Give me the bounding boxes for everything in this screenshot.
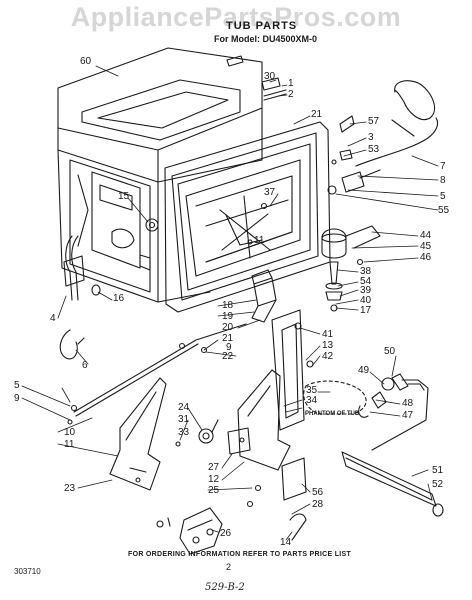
callout-27: 27 <box>208 462 220 473</box>
callout-28: 28 <box>312 499 324 510</box>
callout-14: 14 <box>280 537 292 548</box>
callout-20: 20 <box>222 322 234 333</box>
callout-55: 55 <box>438 205 450 216</box>
callout-53: 53 <box>368 144 380 155</box>
phantom-tub-note: PHANTOM OF TUB <box>305 411 360 417</box>
callout-5a: 5 <box>440 191 446 202</box>
callout-3: 3 <box>368 132 374 143</box>
callout-44: 44 <box>420 230 432 241</box>
spring-bracket <box>198 419 219 444</box>
right-hinge-arm <box>227 369 291 471</box>
callout-52: 52 <box>432 479 444 490</box>
callout-39: 39 <box>360 285 372 296</box>
diagram-code: 303710 <box>14 567 41 576</box>
callout-6: 6 <box>82 360 88 371</box>
callout-47: 47 <box>402 410 414 421</box>
callout-4: 4 <box>50 313 56 324</box>
callout-17: 17 <box>360 305 372 316</box>
callout-51: 51 <box>432 465 444 476</box>
hose-and-wire <box>339 80 439 167</box>
leader-lines <box>21 65 439 541</box>
callout-12: 12 <box>208 474 220 485</box>
callout-21a: 21 <box>311 109 323 120</box>
callout-11a: 11 <box>254 235 265 246</box>
callout-45: 45 <box>420 241 432 252</box>
model-label: For Model: DU4500XM-0 <box>214 34 318 44</box>
callout-35: 35 <box>306 385 318 396</box>
watermark: AppliancePartsPros.com <box>70 2 402 32</box>
heating-element <box>341 451 444 517</box>
callout-37: 37 <box>264 187 276 198</box>
callout-13: 13 <box>322 340 334 351</box>
callout-22: 22 <box>222 351 234 362</box>
callout-42: 42 <box>322 351 334 362</box>
inlet-valve <box>358 373 429 451</box>
callout-7: 7 <box>440 161 446 172</box>
callout-56: 56 <box>312 487 324 498</box>
lower-bracket <box>281 457 307 541</box>
tie-rod <box>73 323 247 417</box>
callout-50: 50 <box>384 346 396 357</box>
page-number: 2 <box>226 562 232 572</box>
phantom-tub <box>303 380 367 415</box>
callout-49: 49 <box>358 365 370 376</box>
callout-38: 38 <box>360 266 372 277</box>
callout-54: 54 <box>360 276 372 287</box>
callout-16: 16 <box>113 293 125 304</box>
callout-40: 40 <box>360 295 372 306</box>
callout-31: 31 <box>178 414 190 425</box>
float-assembly <box>321 225 381 312</box>
callout-33: 33 <box>178 427 190 438</box>
callout-9a: 9 <box>226 342 232 353</box>
callout-60: 60 <box>80 56 92 67</box>
door-frame-gasket <box>164 121 331 313</box>
callout-5b: 5 <box>14 380 20 391</box>
callout-34: 34 <box>306 395 318 406</box>
callout-23: 23 <box>64 483 76 494</box>
callout-21b: 21 <box>222 333 234 344</box>
callout-41: 41 <box>322 329 334 340</box>
vent-parts <box>226 55 287 101</box>
callout-2: 2 <box>288 89 294 100</box>
callout-48: 48 <box>402 398 414 409</box>
callout-18: 18 <box>222 300 234 311</box>
callout-9b: 9 <box>14 393 20 404</box>
fasteners <box>67 159 337 508</box>
callout-30: 30 <box>264 71 276 82</box>
callout-1: 1 <box>288 78 294 89</box>
callout-11b: 11 <box>64 439 75 450</box>
side-bracket <box>271 309 314 431</box>
left-hose <box>59 235 101 360</box>
callout-46: 46 <box>420 252 432 263</box>
callout-10: 10 <box>64 427 76 438</box>
left-hinge-arm <box>109 377 171 528</box>
callout-26: 26 <box>220 528 232 539</box>
tub-cabinet <box>57 47 263 303</box>
callout-8: 8 <box>440 175 446 186</box>
ordering-note: FOR ORDERING INFORMATION REFER TO PARTS … <box>128 551 352 558</box>
fill-funnel <box>251 269 277 323</box>
callout-25: 25 <box>208 485 220 496</box>
handwritten-note: 529-B-2 <box>205 582 245 593</box>
hinge-base-assembly <box>179 507 223 555</box>
callout-57: 57 <box>368 116 380 127</box>
callout-15: 15 <box>118 191 130 202</box>
callout-24: 24 <box>178 402 190 413</box>
diagram-title: TUB PARTS <box>226 20 298 32</box>
callout-19: 19 <box>222 311 234 322</box>
